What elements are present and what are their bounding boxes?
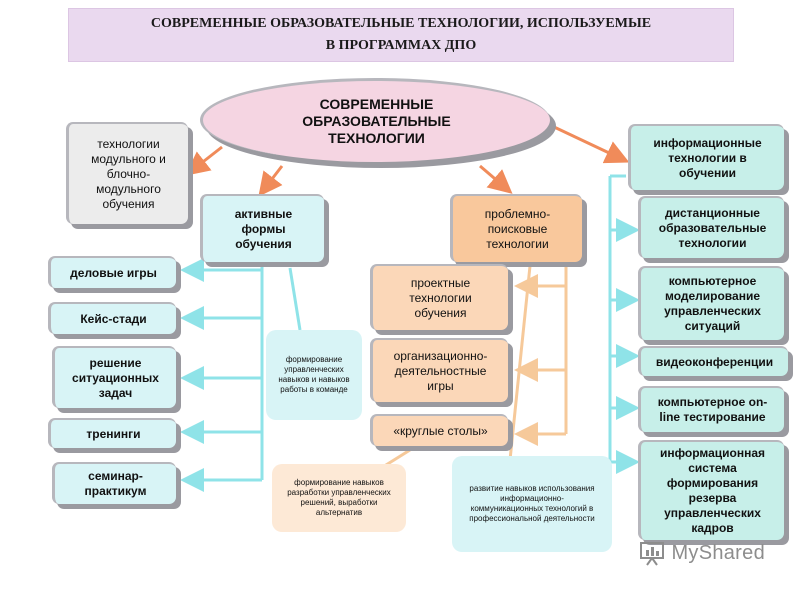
info-item-label: видеоконференции (655, 354, 774, 369)
info-bracket (608, 174, 640, 474)
modular-box: технологии модульного и блочно- модульно… (66, 122, 188, 224)
title-banner: СОВРЕМЕННЫЕ ОБРАЗОВАТЕЛЬНЫЕ ТЕХНОЛОГИИ, … (68, 8, 734, 62)
center-ellipse: СОВРЕМЕННЫЕ ОБРАЗОВАТЕЛЬНЫЕ ТЕХНОЛОГИИ (200, 78, 550, 162)
info-item-label: информационная система формирования резе… (659, 446, 766, 535)
info-item-online-testing: компьютерное on-line тестирование (638, 386, 784, 432)
active-item-situational-tasks: решение ситуационных задач (52, 346, 176, 408)
title-line-2: В ПРОГРАММАХ ДПО (325, 38, 477, 53)
active-item-label: тренинги (86, 426, 141, 441)
active-item-seminar-practicum: семинар-практикум (52, 462, 176, 504)
problem-pointer (508, 265, 532, 461)
modular-line-1: технологии (97, 136, 160, 151)
active-note-text: формирование управленческих навыков и на… (278, 355, 350, 394)
problem-note-text: развитие навыков использования информаци… (469, 484, 595, 523)
active-label-1: активные (234, 206, 293, 221)
problem-item-round-tables: «круглые столы» (370, 414, 508, 446)
arrow-to-active (258, 165, 284, 197)
info-label-2: технологии в (668, 150, 747, 165)
active-item-label: семинар-практикум (84, 469, 147, 498)
title-line-1: СОВРЕМЕННЫЕ ОБРАЗОВАТЕЛЬНЫЕ ТЕХНОЛОГИИ, … (150, 16, 652, 31)
active-label-2: формы (241, 221, 286, 236)
info-item-distance: дистанционные образовательные технологии (638, 196, 784, 258)
info-item-videoconf: видеоконференции (638, 346, 788, 376)
modular-line-2: модульного и (91, 151, 166, 166)
active-pointer (288, 267, 302, 331)
problem-item-label: организационно-деятельностные игры (393, 348, 488, 393)
problem-item-label: «круглые столы» (393, 423, 488, 438)
active-forms-box: активные формы обучения (200, 194, 324, 262)
active-item-case-study: Кейс-стади (48, 302, 176, 334)
info-item-reserve-system: информационная система формирования резе… (638, 440, 784, 540)
arrow-to-modular (185, 145, 223, 176)
active-note: формирование управленческих навыков и на… (266, 330, 362, 420)
active-item-business-games: деловые игры (48, 256, 176, 288)
problem-label-2: поисковые (487, 221, 548, 236)
presentation-icon (640, 542, 665, 566)
active-item-label: решение ситуационных задач (72, 355, 159, 400)
info-item-label: дистанционные образовательные технологии (658, 205, 767, 250)
problem-note: развитие навыков использования информаци… (452, 456, 612, 552)
active-label-3: обучения (235, 236, 292, 251)
info-item-label: компьютерное моделирование управленчески… (664, 274, 761, 333)
problem-item-label: проектные технологии обучения (409, 275, 472, 320)
problem-label-1: проблемно- (484, 206, 551, 221)
arrow-to-info (551, 124, 630, 164)
modular-line-3: блочно- (106, 166, 151, 181)
info-label-1: информационные (653, 135, 762, 150)
problem-box: проблемно- поисковые технологии (450, 194, 582, 262)
info-box: информационные технологии в обучении (628, 124, 784, 190)
modular-line-4: модульного (96, 181, 161, 196)
center-line-1: СОВРЕМЕННЫЕ (319, 96, 434, 112)
active-item-label: Кейс-стади (80, 311, 147, 326)
center-line-2: ОБРАЗОВАТЕЛЬНЫЕ (302, 113, 451, 129)
problem-item-project: проектные технологии обучения (370, 264, 508, 330)
watermark-text: MyShared (671, 541, 765, 564)
modular-line-5: обучения (102, 196, 155, 211)
problem-label-3: технологии (486, 236, 549, 251)
active-note-2: формирование навыков разработки управлен… (272, 464, 406, 532)
arrow-to-problem (479, 164, 513, 194)
active-item-label: деловые игры (70, 265, 157, 280)
center-line-3: ТЕХНОЛОГИИ (328, 130, 425, 146)
info-item-label: компьютерное on-line тестирование (657, 395, 768, 424)
info-item-modeling: компьютерное моделирование управленчески… (638, 266, 784, 340)
problem-item-org-games: организационно-деятельностные игры (370, 338, 508, 402)
active-item-trainings: тренинги (48, 418, 176, 448)
watermark: MyShared (639, 540, 765, 566)
active-bracket (180, 258, 264, 492)
info-label-3: обучении (679, 165, 736, 180)
active-note-2-text: формирование навыков разработки управлен… (287, 478, 391, 517)
